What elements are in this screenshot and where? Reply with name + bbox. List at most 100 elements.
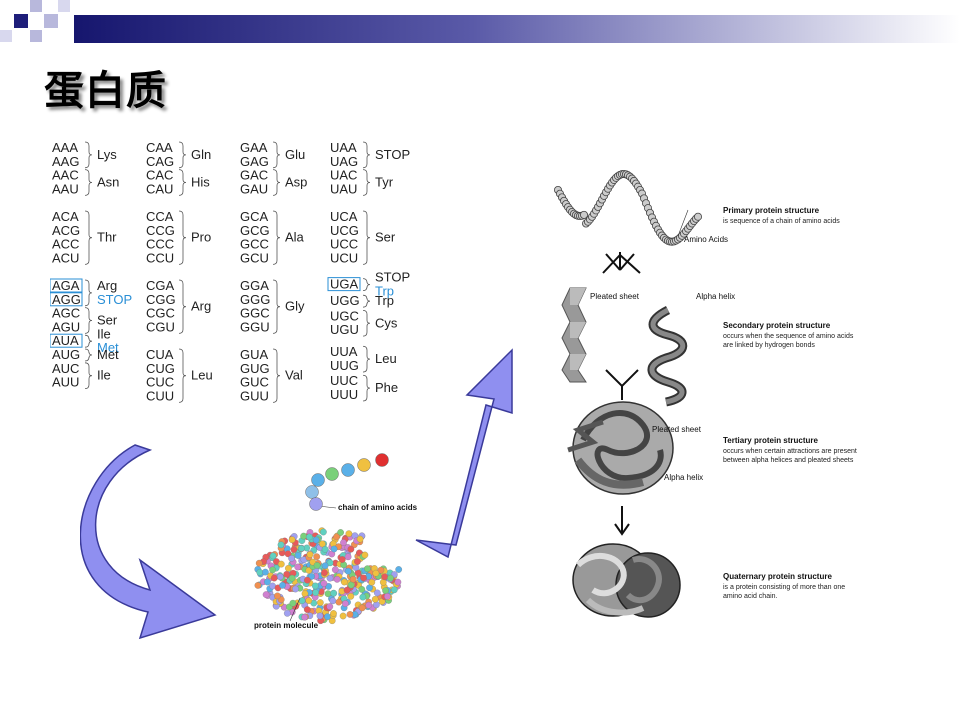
codon-brace xyxy=(178,210,187,265)
codon-AUC: AUC xyxy=(52,361,79,376)
molecule-bead xyxy=(262,591,270,598)
codon-AAA: AAA xyxy=(52,140,78,155)
molecule-bead xyxy=(347,545,355,553)
codon-UUG: UUG xyxy=(330,358,359,373)
codon-ACA: ACA xyxy=(52,209,79,224)
amino-acid-ile: Ile xyxy=(97,326,111,341)
codon-brace xyxy=(362,374,371,402)
amino-acid-bead xyxy=(693,212,702,221)
secondary-label-right: Alpha helix xyxy=(696,292,735,301)
amino-acid-stop: STOP xyxy=(375,270,410,285)
molecule-bead xyxy=(326,574,334,582)
quaternary-desc-2: amino acid chain. xyxy=(723,593,778,600)
amino-acid-trp: Trp xyxy=(375,293,394,308)
molecule-bead xyxy=(377,566,385,574)
codon-AAC: AAC xyxy=(52,168,79,183)
molecule-bead xyxy=(337,529,344,536)
molecule-bead xyxy=(390,586,398,594)
codon-AUU: AUU xyxy=(52,375,79,390)
molecule-bead xyxy=(312,589,319,596)
molecule-bead xyxy=(330,589,338,597)
molecule-bead xyxy=(305,533,313,541)
codon-UAC: UAC xyxy=(330,168,357,183)
codon-brace xyxy=(84,169,93,196)
molecule-bead xyxy=(347,592,355,600)
codon-GGU: GGU xyxy=(240,319,270,334)
codon-UGA: UGA xyxy=(330,277,359,292)
codon-CUU: CUU xyxy=(146,388,174,403)
molecule-bead xyxy=(382,587,389,595)
codon-GAU: GAU xyxy=(240,181,268,196)
protein-molecule-figure: chain of amino acids protein molecule xyxy=(246,448,426,638)
molecule-bead xyxy=(333,533,340,541)
codon-brace xyxy=(362,278,371,292)
tertiary-desc-1: occurs when certain attractions are pres… xyxy=(723,448,857,455)
codon-GCA: GCA xyxy=(240,209,269,224)
molecule-bead xyxy=(308,573,315,580)
codon-CGC: CGC xyxy=(146,306,175,321)
codon-brace xyxy=(272,141,281,169)
header-bar xyxy=(74,15,960,43)
codon-UCA: UCA xyxy=(330,209,358,224)
amino-acid-val: Val xyxy=(285,368,303,383)
codon-CAA: CAA xyxy=(146,140,173,155)
codon-brace xyxy=(84,141,93,169)
codon-GGC: GGC xyxy=(240,306,270,321)
codon-UUC: UUC xyxy=(330,373,358,388)
codon-CUC: CUC xyxy=(146,375,174,390)
header-square-4 xyxy=(30,30,42,42)
molecule-bead xyxy=(316,599,324,606)
pleated-sheet-shape xyxy=(561,287,587,383)
amino-label-line xyxy=(677,209,689,237)
header-decoration xyxy=(0,0,960,60)
molecule-bead xyxy=(339,612,347,620)
chain-bead xyxy=(309,497,323,511)
molecule-bead xyxy=(373,589,381,597)
codon-CAU: CAU xyxy=(146,181,173,196)
codon-AGC: AGC xyxy=(52,306,80,321)
codon-brace xyxy=(362,309,371,337)
chain-label: chain of amino acids xyxy=(338,503,418,512)
codon-GCG: GCG xyxy=(240,223,270,238)
amino-acid-met: Met xyxy=(97,340,119,355)
chain-bead xyxy=(341,463,355,477)
amino-acid-arg: Arg xyxy=(97,278,117,293)
molecule-bead xyxy=(306,551,314,558)
slide-title: 蛋白质 xyxy=(44,68,167,114)
codon-CCG: CCG xyxy=(146,223,175,238)
molecule-bead xyxy=(255,559,263,567)
codon-UCC: UCC xyxy=(330,237,358,252)
amino-acid-ile: Ile xyxy=(97,368,111,383)
molecule-bead xyxy=(312,536,320,544)
codon-brace xyxy=(178,279,187,334)
tertiary-desc-2: between alpha helices and pleated sheets xyxy=(723,457,854,464)
molecule-bead xyxy=(373,601,380,609)
codon-highlight-box xyxy=(49,292,83,307)
molecule-bead xyxy=(294,563,302,571)
molecule-bead xyxy=(321,562,329,570)
molecule-bead xyxy=(301,613,308,621)
molecule-bead xyxy=(303,606,311,613)
molecule-bead xyxy=(381,573,389,581)
codon-CCA: CCA xyxy=(146,209,174,224)
codon-GAC: GAC xyxy=(240,168,268,183)
codon-brace xyxy=(362,294,371,308)
codon-highlight-box xyxy=(49,333,83,348)
molecule-bead xyxy=(288,536,296,544)
straight-arrow-shape xyxy=(415,348,513,559)
molecule-bead xyxy=(324,613,331,621)
tertiary-label-bottom: Alpha helix xyxy=(664,473,703,482)
amino-acid-glu: Glu xyxy=(285,147,305,162)
molecule-bead xyxy=(313,562,321,569)
primary-title: Primary protein structure xyxy=(723,206,820,215)
molecule-bead xyxy=(320,528,327,536)
molecule-bead xyxy=(269,552,277,560)
codon-UAA: UAA xyxy=(330,140,357,155)
codon-AGG: AGG xyxy=(52,292,81,307)
codon-brace xyxy=(272,348,281,403)
codon-brace xyxy=(84,334,93,348)
molecule-bead xyxy=(297,545,305,552)
molecule-bead xyxy=(283,570,291,578)
codon-AUG: AUG xyxy=(52,347,80,362)
quaternary-structure-shape xyxy=(572,543,681,618)
